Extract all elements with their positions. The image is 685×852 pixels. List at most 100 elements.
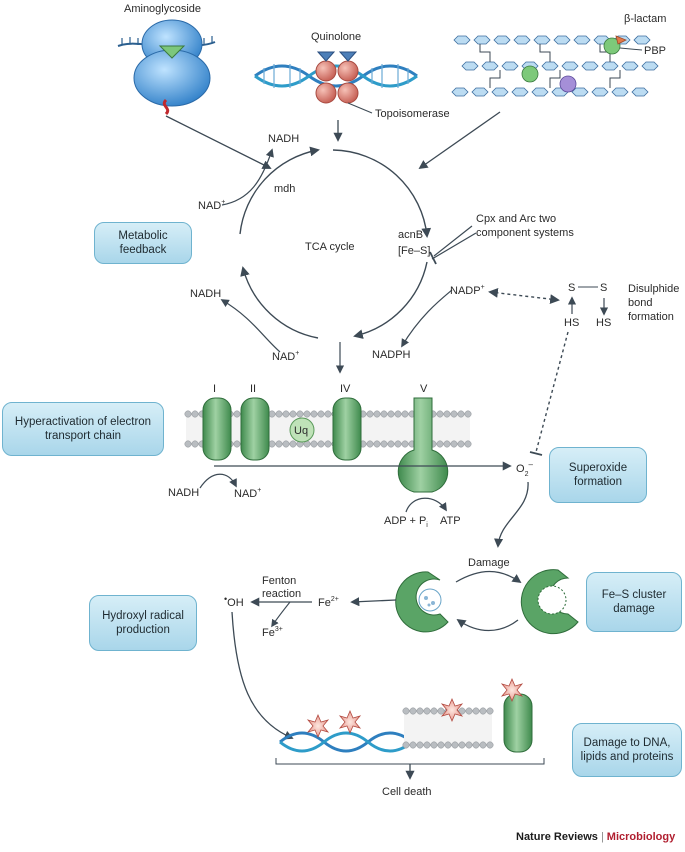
box-hydroxyl: Hydroxyl radical production	[89, 595, 197, 651]
lipid-head	[380, 410, 388, 418]
box-metabolic-feedback: Metabolic feedback	[94, 222, 192, 264]
fes-enzyme-intact	[395, 571, 449, 633]
lipid-head	[458, 707, 466, 715]
lipid-head	[366, 440, 374, 448]
label-disulphide-2: bond	[628, 297, 652, 309]
lipid-head	[465, 707, 473, 715]
label-fe-s-bracket: [Fe–S]	[398, 245, 430, 257]
lipid-head	[430, 707, 438, 715]
lipid-head	[324, 410, 332, 418]
lipid-head	[191, 440, 199, 448]
lipid-head	[373, 440, 381, 448]
lipid-head	[472, 741, 480, 749]
disulphide-group: S S HS HS	[488, 282, 611, 456]
label-disulphide-1: Disulphide	[628, 283, 679, 295]
lipid-head	[191, 410, 199, 418]
label-beta-lactam: β-lactam	[624, 13, 666, 25]
lipid-head	[401, 440, 409, 448]
label-fenton-1: Fenton	[262, 575, 296, 587]
lipid-head	[380, 440, 388, 448]
lipid-head	[394, 440, 402, 448]
lipid-head	[437, 707, 445, 715]
label-nadph: NADPH	[372, 349, 411, 361]
lipid-head	[268, 440, 276, 448]
label-pbp: PBP	[644, 45, 666, 57]
box-damage-dna: Damage to DNA, lipids and proteins	[572, 723, 682, 777]
lipid-head	[282, 440, 290, 448]
arrow-beta-lactam	[418, 111, 501, 170]
damaged-protein-icon	[503, 693, 533, 753]
lipid-head	[444, 741, 452, 749]
label-fenton-2: reaction	[262, 588, 301, 600]
label-topoisomerase: Topoisomerase	[375, 108, 450, 120]
lipid-head	[479, 741, 487, 749]
arrow-dotted-nadp	[488, 288, 560, 304]
arrow-aminoglycoside	[165, 115, 272, 169]
lipid-head	[436, 410, 444, 418]
arrow-adp-to-atp	[405, 497, 447, 513]
lipid-head	[423, 707, 431, 715]
lipid-head	[436, 440, 444, 448]
label-nadh-top: NADH	[268, 133, 299, 145]
lipid-head	[289, 440, 297, 448]
label-fe2: Fe2+	[318, 596, 339, 609]
label-tca-cycle: TCA cycle	[305, 241, 355, 253]
lipid-head	[233, 410, 241, 418]
lipid-head	[317, 410, 325, 418]
lipid-head	[184, 410, 192, 418]
tca-cycle	[239, 146, 432, 339]
box-fes-damage: Fe–S cluster damage	[586, 572, 682, 632]
lipid-head	[457, 410, 465, 418]
lipid-head	[416, 707, 424, 715]
lipid-head	[289, 410, 297, 418]
box-hyperactivation: Hyperactivation of electron transport ch…	[2, 402, 164, 456]
label-disulphide-3: formation	[628, 311, 674, 323]
arrow-cpx-arc	[431, 225, 477, 260]
lipid-head	[282, 410, 290, 418]
lipid-head	[310, 440, 318, 448]
lipid-head	[394, 410, 402, 418]
lipid-head	[450, 410, 458, 418]
arrow-nadh-to-nad	[199, 473, 237, 489]
lipid-head	[443, 440, 451, 448]
footer-separator: |	[600, 831, 604, 843]
label-oh: •OH	[224, 594, 244, 609]
arrow-oh-to-dna	[231, 611, 294, 740]
label-nad-top: NAD+	[198, 199, 225, 212]
lipid-head	[409, 707, 417, 715]
arrow-nadp-to-nadph	[401, 289, 453, 348]
label-atp: ATP	[440, 515, 461, 527]
lipid-head	[324, 440, 332, 448]
radical-star-icon	[306, 677, 524, 739]
label-hs-left: HS	[564, 317, 579, 329]
damaged-membrane-icon	[402, 707, 494, 749]
lipid-head	[464, 410, 472, 418]
label-nadh-etc: NADH	[168, 487, 199, 499]
label-uq: Uq	[294, 425, 308, 437]
label-complex-4: IV	[340, 383, 351, 395]
lipid-head	[457, 440, 465, 448]
lipid-head	[479, 707, 487, 715]
lipid-head	[486, 741, 494, 749]
lipid-head	[387, 410, 395, 418]
lipid-head	[458, 741, 466, 749]
bracket-cell-death	[275, 758, 545, 765]
label-complex-2: II	[250, 383, 256, 395]
etc-complexes	[202, 397, 449, 493]
label-acnb: acnB	[398, 229, 423, 241]
label-damage: Damage	[468, 557, 510, 569]
lipid-head	[233, 440, 241, 448]
label-nadp: NADP+	[450, 284, 485, 297]
lipid-head	[437, 741, 445, 749]
label-cpx-arc-1: Cpx and Arc two	[476, 213, 556, 225]
lipid-head	[423, 741, 431, 749]
lipid-head	[373, 410, 381, 418]
label-s-left: S	[568, 282, 575, 294]
lipid-head	[317, 440, 325, 448]
arrow-fe3	[271, 601, 291, 628]
lipid-head	[472, 707, 480, 715]
arrow-superoxide-damage	[494, 481, 529, 548]
label-o2: O2–	[516, 460, 533, 478]
label-s-right: S	[600, 282, 607, 294]
